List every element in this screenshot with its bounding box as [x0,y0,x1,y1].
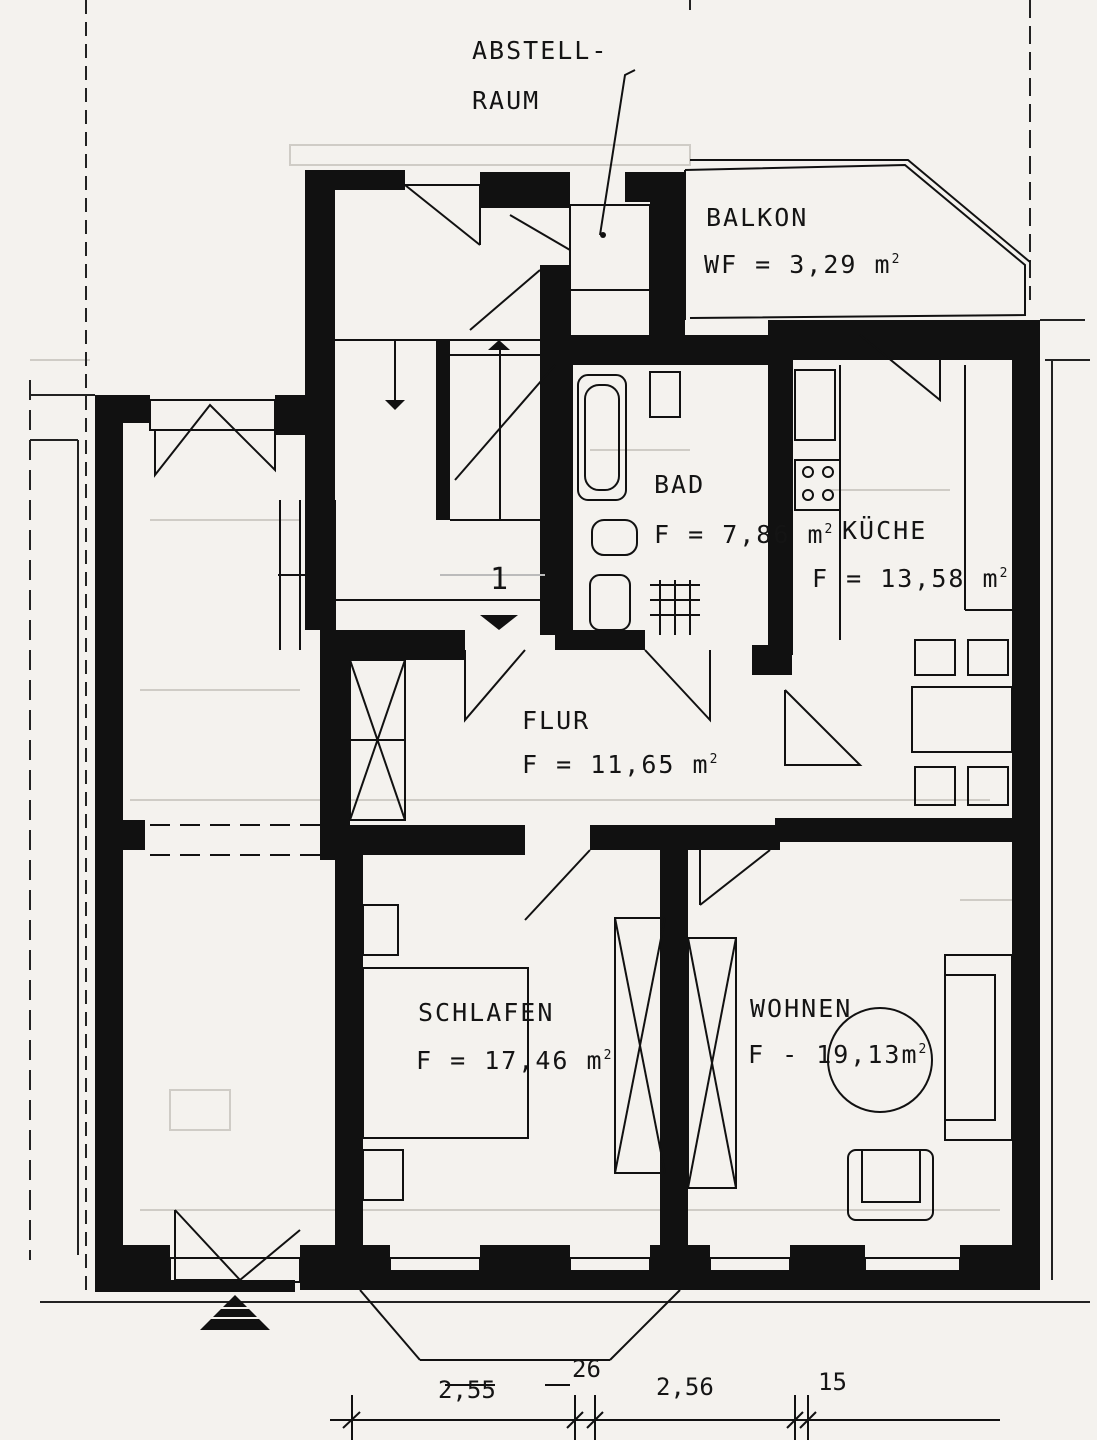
balkon-area-text: WF = 3,29 m [704,250,892,279]
flur-name: FLUR [522,706,591,735]
dimension-lines [330,1289,1000,1440]
bad-area-text: F = 7,86 m [654,520,825,549]
bad-area-unit-sup: 2 [824,522,833,537]
bad-name: BAD [654,470,706,499]
wohnen-area-text: F - 19,13m [748,1040,919,1069]
wohnen-name: WOHNEN [750,994,853,1023]
markers [200,340,518,1330]
schlafen-area: F = 17,46 m2 [416,1048,611,1073]
frame-lines [29,0,1090,1303]
dimension-26: 26 [572,1355,601,1383]
kueche-name: KÜCHE [842,516,928,545]
flur-area-text: F = 11,65 m [522,750,710,779]
flur-area-unit-sup: 2 [709,752,718,767]
balkon-area-unit-sup: 2 [891,252,900,267]
balkon-name: BALKON [706,203,809,232]
wohnen-area: F - 19,13m2 [748,1042,926,1067]
abstellraum-label-line2: RAUM [472,86,541,115]
dimension-2-55: 2,55 [438,1376,496,1404]
entry-marker-lines [210,1307,262,1319]
abstellraum-label-line1: ABSTELL- [472,36,609,65]
kueche-area-unit-sup: 2 [999,566,1008,581]
kueche-area-text: F = 13,58 m [812,564,1000,593]
stair-number: 1 [490,562,511,597]
schlafen-area-unit-sup: 2 [603,1048,612,1063]
bad-area: F = 7,86 m2 [654,522,832,547]
walls [95,170,1040,1292]
wohnen-area-unit-sup: 2 [918,1042,927,1057]
flur-area: F = 11,65 m2 [522,752,717,777]
kueche-area: F = 13,58 m2 [812,566,1007,591]
dimension-15: 15 [818,1368,847,1396]
schlafen-name: SCHLAFEN [418,998,555,1027]
balkon-area: WF = 3,29 m2 [704,252,899,277]
ghost-lines [30,144,1040,1211]
dimension-2-56: 2,56 [656,1373,714,1401]
schlafen-area-text: F = 17,46 m [416,1046,604,1075]
